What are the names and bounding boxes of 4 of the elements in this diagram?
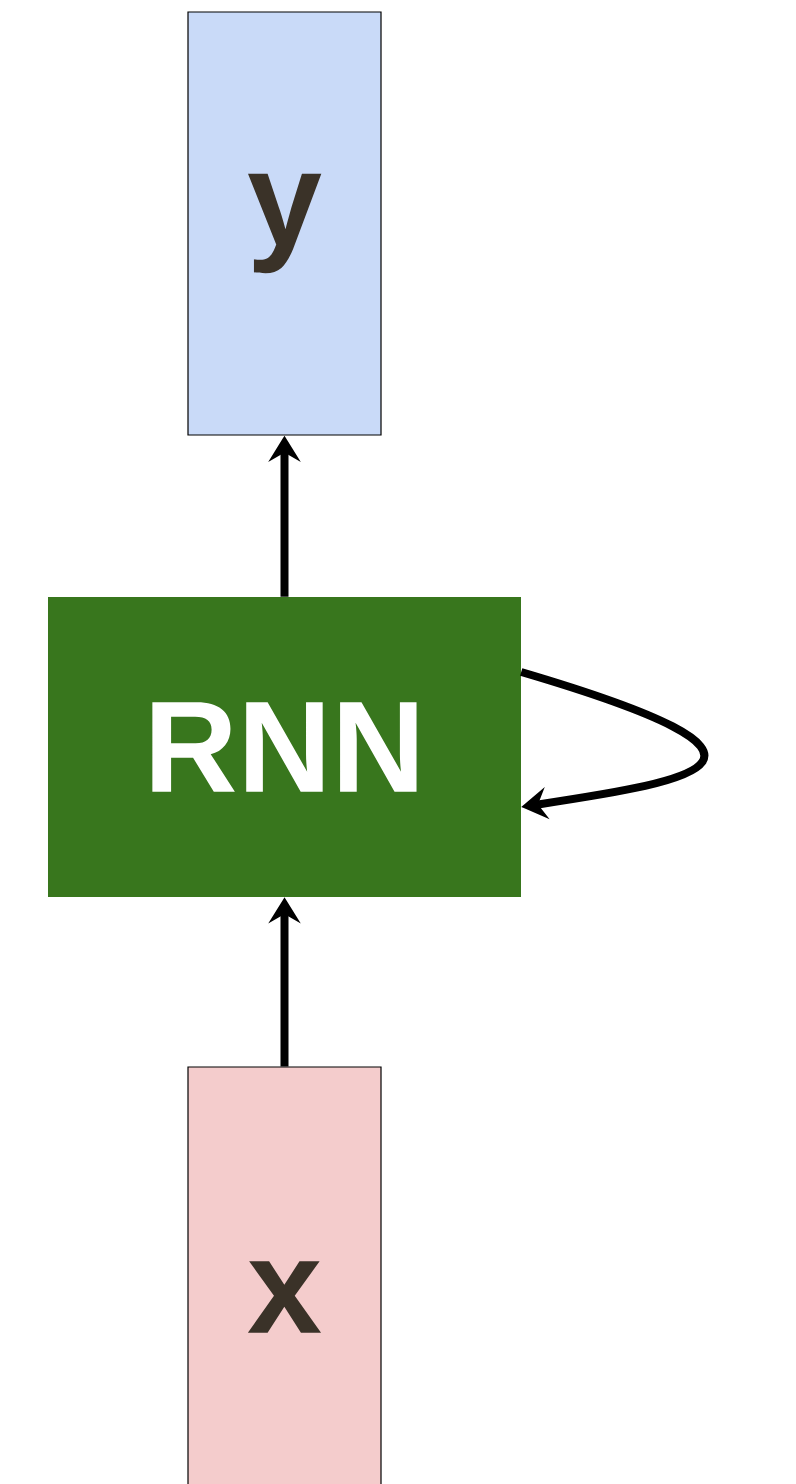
- arrow: [520, 668, 708, 820]
- output-box: y: [187, 11, 382, 436]
- rnn-box: RNN: [48, 597, 521, 897]
- input-box: x: [187, 1066, 382, 1484]
